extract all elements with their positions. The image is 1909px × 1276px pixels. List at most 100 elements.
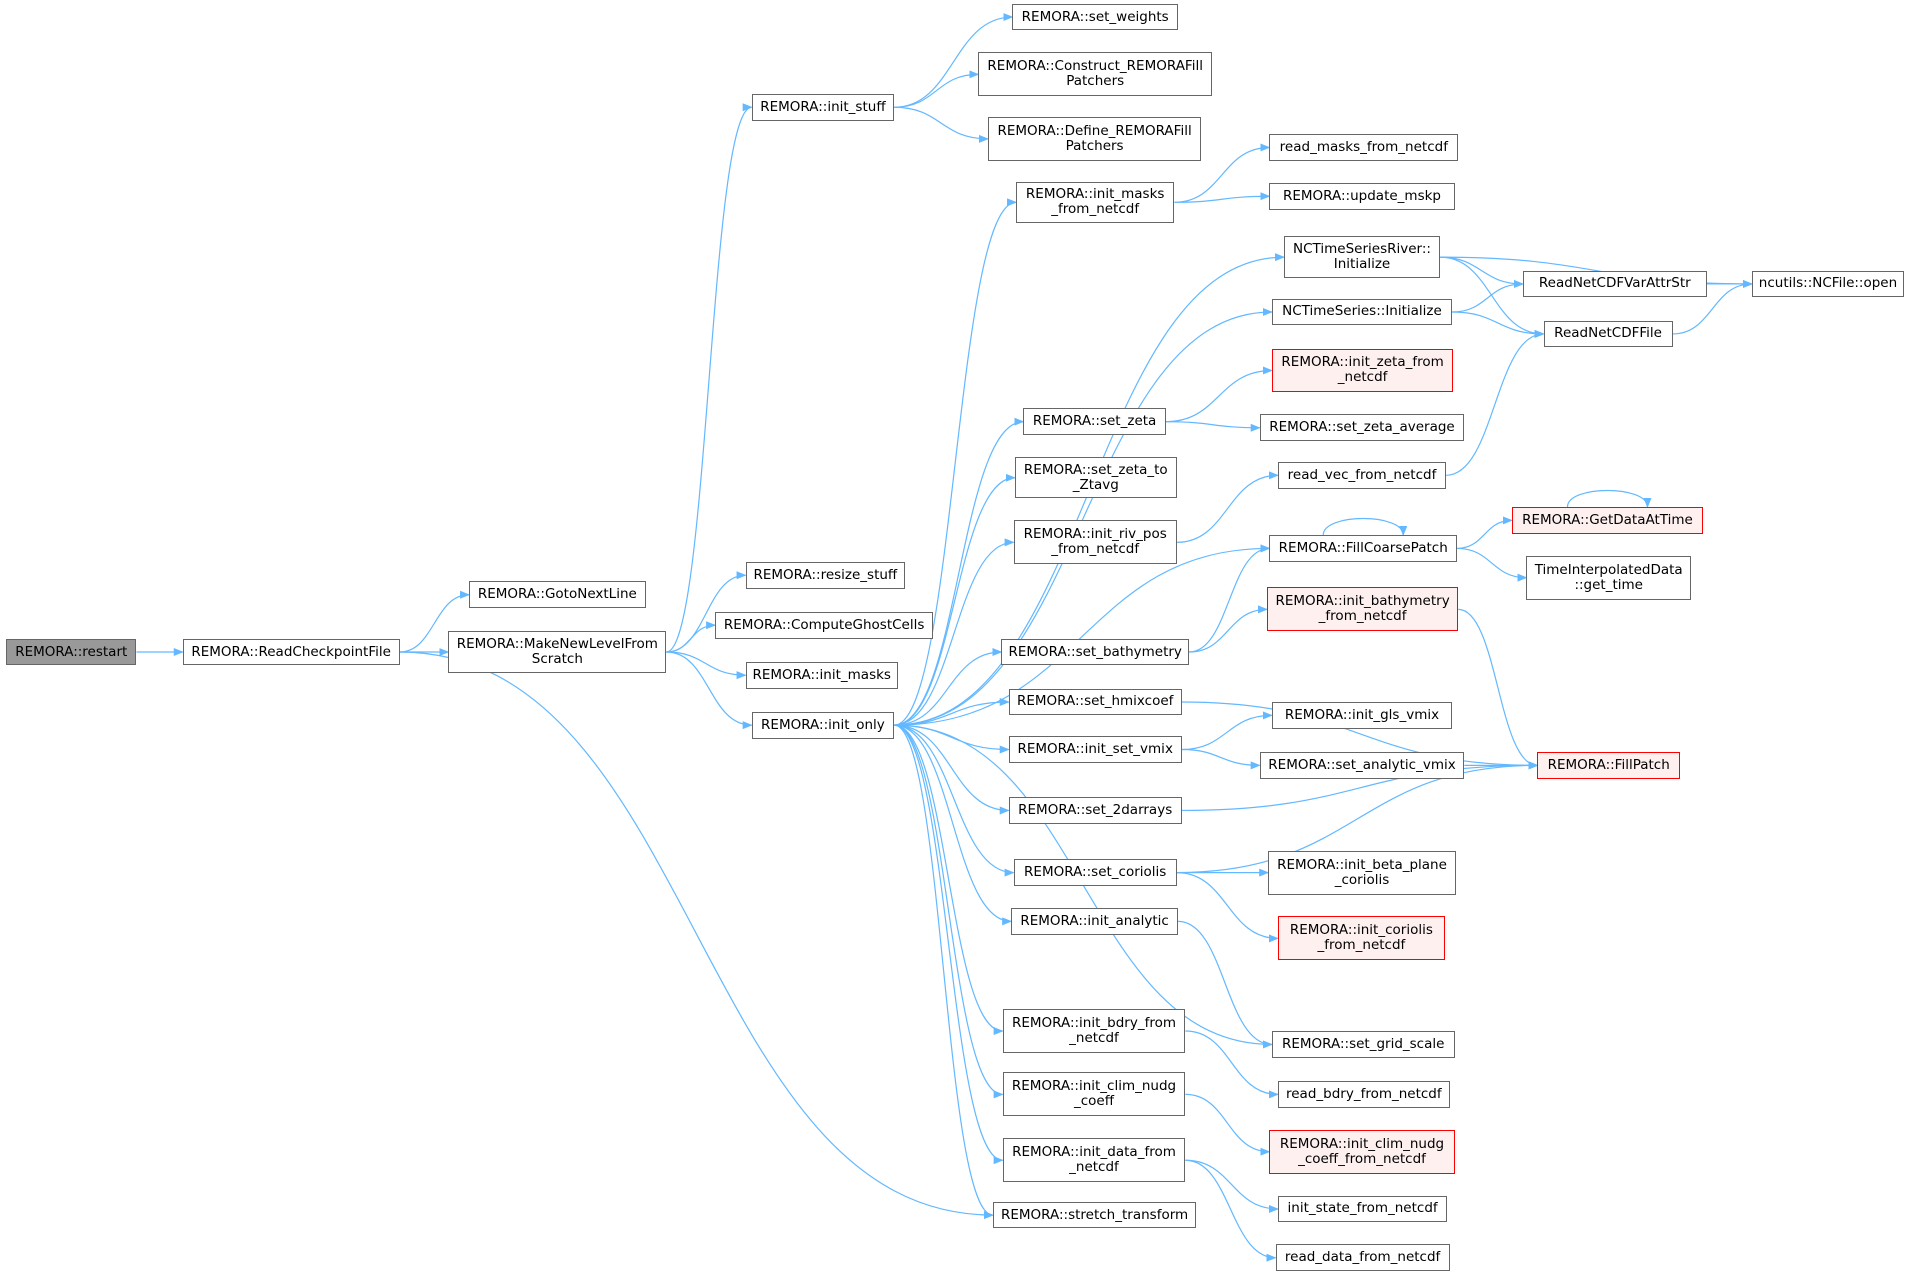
node-read-bdry[interactable]: read_bdry_from_netcdf bbox=[1277, 1081, 1450, 1108]
node-label: _coeff bbox=[1073, 1093, 1114, 1110]
node-readcheckpoint[interactable]: REMORA::ReadCheckpointFile bbox=[182, 638, 400, 666]
node-label: REMORA::MakeNewLevelFrom bbox=[456, 636, 658, 652]
node-readnetcdffile[interactable]: ReadNetCDFFile bbox=[1543, 320, 1673, 348]
edge-getdataattime-to-getdataattime bbox=[1566, 489, 1652, 508]
node-set-zeta-to-ztavg[interactable]: REMORA::set_zeta_to_Ztavg bbox=[1014, 457, 1177, 499]
node-readnetcdfvarattr[interactable]: ReadNetCDFVarAttrStr bbox=[1522, 270, 1707, 298]
edge-set-2darrays-to-fillpatch bbox=[1181, 761, 1539, 812]
edge-fillcoarsepatch-to-fillcoarsepatch bbox=[1322, 517, 1408, 537]
node-init-bdry-nc[interactable]: REMORA::init_bdry_from_netcdf bbox=[1002, 1009, 1186, 1053]
node-init-riv-pos[interactable]: REMORA::init_riv_pos_from_netcdf bbox=[1013, 520, 1177, 565]
node-label: REMORA::ReadCheckpointFile bbox=[191, 643, 391, 660]
node-gotonextline[interactable]: REMORA::GotoNextLine bbox=[469, 581, 646, 609]
node-label: REMORA::resize_stuff bbox=[753, 566, 898, 583]
node-update-mskp[interactable]: REMORA::update_mskp bbox=[1269, 182, 1455, 210]
node-read-masks[interactable]: read_masks_from_netcdf bbox=[1269, 134, 1459, 161]
node-label: _netcdf bbox=[1069, 1030, 1119, 1047]
node-set-zeta[interactable]: REMORA::set_zeta bbox=[1023, 408, 1166, 436]
node-nctsriver-init[interactable]: NCTimeSeriesRiver::Initialize bbox=[1284, 236, 1440, 278]
node-label: read_vec_from_netcdf bbox=[1287, 466, 1437, 483]
node-getdataattime[interactable]: REMORA::GetDataAtTime bbox=[1511, 506, 1704, 534]
node-init-clim-nudg-nc[interactable]: REMORA::init_clim_nudg_coeff_from_netcdf bbox=[1269, 1129, 1455, 1174]
node-label: REMORA::set_grid_scale bbox=[1281, 1035, 1445, 1052]
node-label: REMORA::init_coriolis bbox=[1289, 922, 1433, 939]
node-label: REMORA::ComputeGhostCells bbox=[723, 616, 925, 633]
node-fillcoarsepatch[interactable]: REMORA::FillCoarsePatch bbox=[1269, 535, 1458, 562]
edge-nctsriver-init-to-readnetcdfvarattr bbox=[1439, 256, 1524, 288]
node-label: REMORA::init_analytic bbox=[1020, 912, 1169, 929]
node-init-data-nc[interactable]: REMORA::init_data_from_netcdf bbox=[1002, 1138, 1186, 1183]
node-set-analytic-vmix[interactable]: REMORA::set_analytic_vmix bbox=[1259, 751, 1465, 779]
node-ncfile-open[interactable]: ncutils::NCFile::open bbox=[1751, 270, 1905, 298]
node-init-only[interactable]: REMORA::init_only bbox=[751, 711, 895, 739]
node-label: _coriolis bbox=[1334, 871, 1390, 888]
node-init-set-vmix[interactable]: REMORA::init_set_vmix bbox=[1008, 736, 1182, 763]
edge-nctsriver-init-to-readnetcdffile bbox=[1439, 256, 1545, 338]
node-set-coriolis[interactable]: REMORA::set_coriolis bbox=[1013, 859, 1177, 886]
edge-init-bathy-nc-to-fillpatch bbox=[1458, 608, 1539, 770]
edge-readcheckpoint-to-gotonextline bbox=[399, 590, 471, 653]
node-init-masks-nc[interactable]: REMORA::init_masks_from_netcdf bbox=[1016, 181, 1175, 223]
node-label: ::get_time bbox=[1574, 576, 1643, 593]
edge-init-only-to-init-analytic bbox=[894, 724, 1013, 926]
node-label: _from_netcdf bbox=[1051, 201, 1140, 218]
edge-init-only-to-set-hmixcoef bbox=[894, 697, 1010, 726]
node-set-weights[interactable]: REMORA::set_weights bbox=[1012, 3, 1179, 31]
edge-init-stuff-to-define-fill bbox=[894, 106, 990, 143]
edge-ncts-init-to-readnetcdfvarattr bbox=[1452, 279, 1524, 313]
node-set-2darrays[interactable]: REMORA::set_2darrays bbox=[1008, 797, 1182, 824]
node-init-zeta-nc[interactable]: REMORA::init_zeta_from_netcdf bbox=[1271, 348, 1454, 393]
node-init-stuff[interactable]: REMORA::init_stuff bbox=[751, 93, 895, 121]
edge-set-hmixcoef-to-fillpatch bbox=[1181, 701, 1539, 770]
node-init-clim-nudg[interactable]: REMORA::init_clim_nudg_coeff bbox=[1002, 1072, 1186, 1117]
node-label: read_masks_from_netcdf bbox=[1279, 138, 1448, 155]
node-set-hmixcoef[interactable]: REMORA::set_hmixcoef bbox=[1008, 688, 1182, 716]
node-init-bathy-nc[interactable]: REMORA::init_bathymetry_from_netcdf bbox=[1266, 587, 1459, 632]
node-ncts-init[interactable]: NCTimeSeries::Initialize bbox=[1271, 298, 1453, 326]
edge-set-coriolis-to-fillpatch bbox=[1176, 761, 1539, 874]
node-label: ReadNetCDFVarAttrStr bbox=[1538, 275, 1691, 292]
edge-fillcoarsepatch-to-getdataattime bbox=[1457, 516, 1513, 550]
node-label: REMORA::set_hmixcoef bbox=[1016, 693, 1174, 710]
edge-init-data-nc-to-read-data-nc bbox=[1185, 1159, 1277, 1262]
node-label: REMORA::Construct_REMORAFill bbox=[987, 58, 1203, 75]
edge-makenewlevel-to-init-only bbox=[666, 651, 753, 730]
node-resize-stuff[interactable]: REMORA::resize_stuff bbox=[745, 561, 906, 589]
node-fillpatch[interactable]: REMORA::FillPatch bbox=[1537, 751, 1680, 779]
node-set-bathymetry[interactable]: REMORA::set_bathymetry bbox=[1001, 638, 1189, 666]
edge-init-only-to-fillcoarsepatch bbox=[894, 544, 1271, 726]
node-label: REMORA::set_zeta_to bbox=[1023, 461, 1168, 478]
node-init-coriolis-nc[interactable]: REMORA::init_coriolis_from_netcdf bbox=[1277, 916, 1445, 961]
edge-set-zeta-to-init-zeta-nc bbox=[1165, 366, 1273, 423]
node-label: REMORA::set_2darrays bbox=[1018, 801, 1173, 818]
node-init-state-nc[interactable]: init_state_from_netcdf bbox=[1277, 1195, 1448, 1223]
node-computeghost[interactable]: REMORA::ComputeGhostCells bbox=[715, 611, 934, 639]
node-label: REMORA::set_analytic_vmix bbox=[1268, 756, 1456, 773]
edge-ncts-init-to-readnetcdffile bbox=[1452, 311, 1545, 338]
edge-init-clim-nudg-to-init-clim-nudg-nc bbox=[1185, 1093, 1271, 1156]
node-stretch-transform[interactable]: REMORA::stretch_transform bbox=[992, 1201, 1197, 1229]
edge-init-only-to-init-riv-pos bbox=[894, 538, 1015, 726]
node-label: ReadNetCDFFile bbox=[1554, 325, 1662, 342]
node-read-vec[interactable]: read_vec_from_netcdf bbox=[1277, 461, 1447, 489]
node-label: REMORA::set_zeta bbox=[1032, 413, 1157, 430]
node-label: REMORA::init_data_from bbox=[1012, 1144, 1176, 1161]
node-set-grid-scale[interactable]: REMORA::set_grid_scale bbox=[1271, 1031, 1455, 1058]
node-init-gls-vmix[interactable]: REMORA::init_gls_vmix bbox=[1271, 701, 1453, 729]
node-read-data-nc[interactable]: read_data_from_netcdf bbox=[1275, 1244, 1450, 1272]
edge-makenewlevel-to-computeghost bbox=[666, 621, 717, 653]
node-label: REMORA::init_zeta_from bbox=[1281, 354, 1444, 371]
node-label: REMORA::set_zeta_average bbox=[1269, 419, 1455, 436]
node-init-analytic[interactable]: REMORA::init_analytic bbox=[1011, 907, 1179, 935]
node-label: Patchers bbox=[1065, 137, 1124, 154]
node-timeinterp-gettime[interactable]: TimeInterpolatedData::get_time bbox=[1526, 555, 1691, 600]
node-set-zeta-average[interactable]: REMORA::set_zeta_average bbox=[1259, 414, 1465, 442]
edge-init-set-vmix-to-set-analytic-vmix bbox=[1181, 748, 1261, 770]
node-init-beta-plane[interactable]: REMORA::init_beta_plane_coriolis bbox=[1268, 850, 1456, 895]
node-label: REMORA::init_gls_vmix bbox=[1284, 706, 1440, 723]
node-init-masks[interactable]: REMORA::init_masks bbox=[745, 661, 898, 689]
